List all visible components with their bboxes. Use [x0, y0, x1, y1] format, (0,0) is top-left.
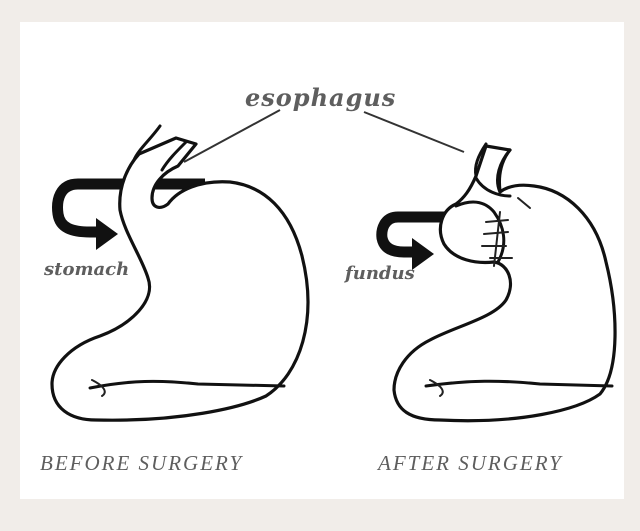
after-surgery-illustration [382, 144, 615, 421]
after-stomach-shape [394, 146, 615, 421]
after-surgery-caption: AFTER SURGERY [376, 451, 563, 475]
esophagus-label: esophagus [245, 83, 396, 112]
esophagus-leader-left [184, 110, 280, 162]
fundus-label: fundus [343, 263, 415, 284]
esophagus-leader-right [364, 112, 464, 152]
stomach-label: stomach [43, 259, 129, 280]
before-surgery-caption: BEFORE SURGERY [40, 451, 243, 475]
